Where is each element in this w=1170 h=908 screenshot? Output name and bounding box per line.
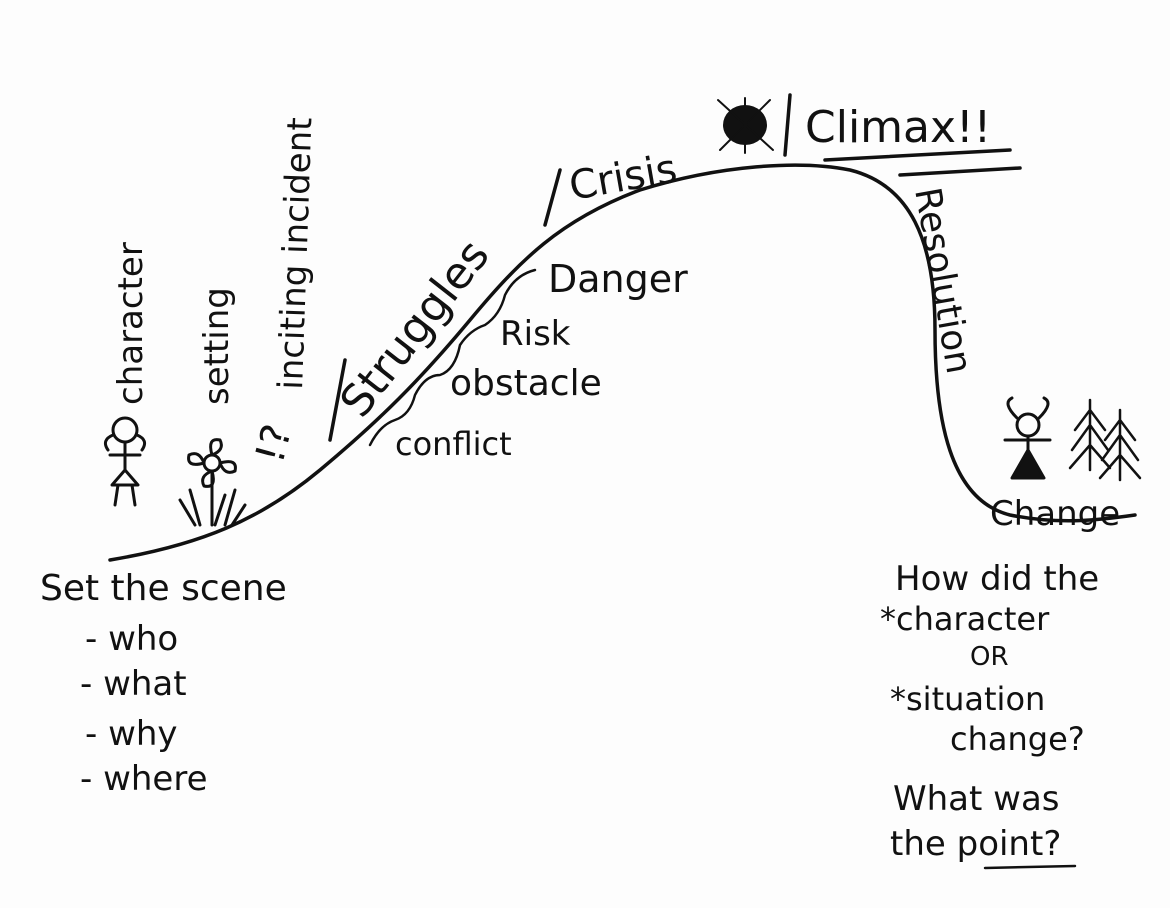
crisis-scribble-icon [717,97,774,154]
label-conflict: conflict [395,425,512,463]
resolution-questions: How did the *character OR *situation cha… [880,559,1099,870]
label-crisis: Crisis [566,146,681,210]
label-setting: setting [197,287,237,405]
struggle-squiggle [368,268,537,447]
label-climax: Climax!! [805,102,991,153]
struggles-divider [328,358,347,442]
question-line: How did the [895,559,1099,599]
label-resolution: Resolution [906,184,979,376]
question-line: OR [970,642,1009,672]
set-scene-item: - where [80,759,208,799]
climax-underline [823,148,1022,177]
set-scene-item: - what [80,664,187,704]
character-stick-figure-icon [103,416,147,507]
set-scene-item: - why [85,714,178,754]
question-line: *character [880,600,1050,638]
question-line: the point? [890,824,1061,864]
label-danger: Danger [548,257,688,301]
label-obstacle: obstacle [450,363,602,404]
point-underline [983,864,1077,870]
set-scene-item: - who [85,619,178,659]
set-the-scene-notes: Set the scene - who - what - why - where [40,568,287,799]
crisis-divider [543,168,562,227]
set-scene-title: Set the scene [40,568,287,609]
label-inciting-marks: !? [247,420,301,468]
trees-icon [1068,398,1142,482]
plot-curve [108,163,1137,562]
label-character: character [111,242,151,405]
label-inciting-incident: inciting incident [271,117,320,391]
flower-icon [178,438,247,527]
climax-divider [783,93,792,157]
question-line: *situation [890,680,1045,718]
label-change: Change [990,494,1120,534]
label-risk: Risk [500,314,571,354]
question-line: change? [950,720,1085,758]
changed-character-icon [1003,396,1052,480]
question-line: What was [893,779,1060,819]
